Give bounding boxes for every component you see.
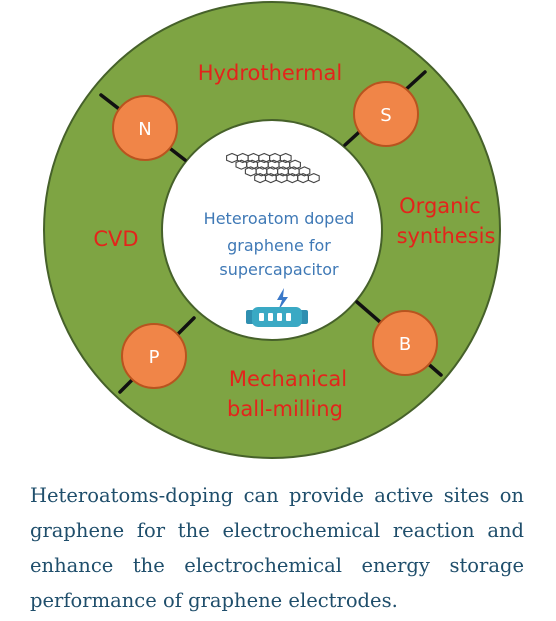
graphene-hexagon [279,152,292,164]
figure-caption: Heteroatoms-doping can provide active si… [30,484,524,612]
battery-icon [246,307,308,327]
atom-n-label: N [138,119,151,140]
method-mechanical-line2: ball-milling [227,397,343,421]
graphene-hexagon [298,166,311,177]
graphene-hexagon [307,173,320,184]
center-text-line1: Heteroatom doped [204,209,355,228]
atom-n: N [112,95,178,161]
atom-p: P [121,323,187,389]
atom-p-label: P [149,347,160,368]
graphene-sheet-icon [226,152,320,184]
atom-s-label: S [380,105,391,126]
method-organic-line2: synthesis [397,224,496,248]
center-text-line2: graphene for [227,236,331,255]
heteroatom-doping-diagram: N S P B Hydrothermal Organic synthesis C… [43,1,501,459]
center-text-line3: supercapacitor [219,260,339,279]
atom-b-label: B [399,334,411,355]
graphene-hexagon [289,159,301,170]
method-organic-line1: Organic [399,194,481,218]
inner-circle [161,119,383,341]
atom-b: B [372,310,438,376]
atom-s: S [353,81,419,147]
method-cvd: CVD [93,227,138,251]
lightning-bolt-icon [277,288,288,311]
method-mechanical-line1: Mechanical [229,367,347,391]
method-hydrothermal: Hydrothermal [198,61,342,85]
